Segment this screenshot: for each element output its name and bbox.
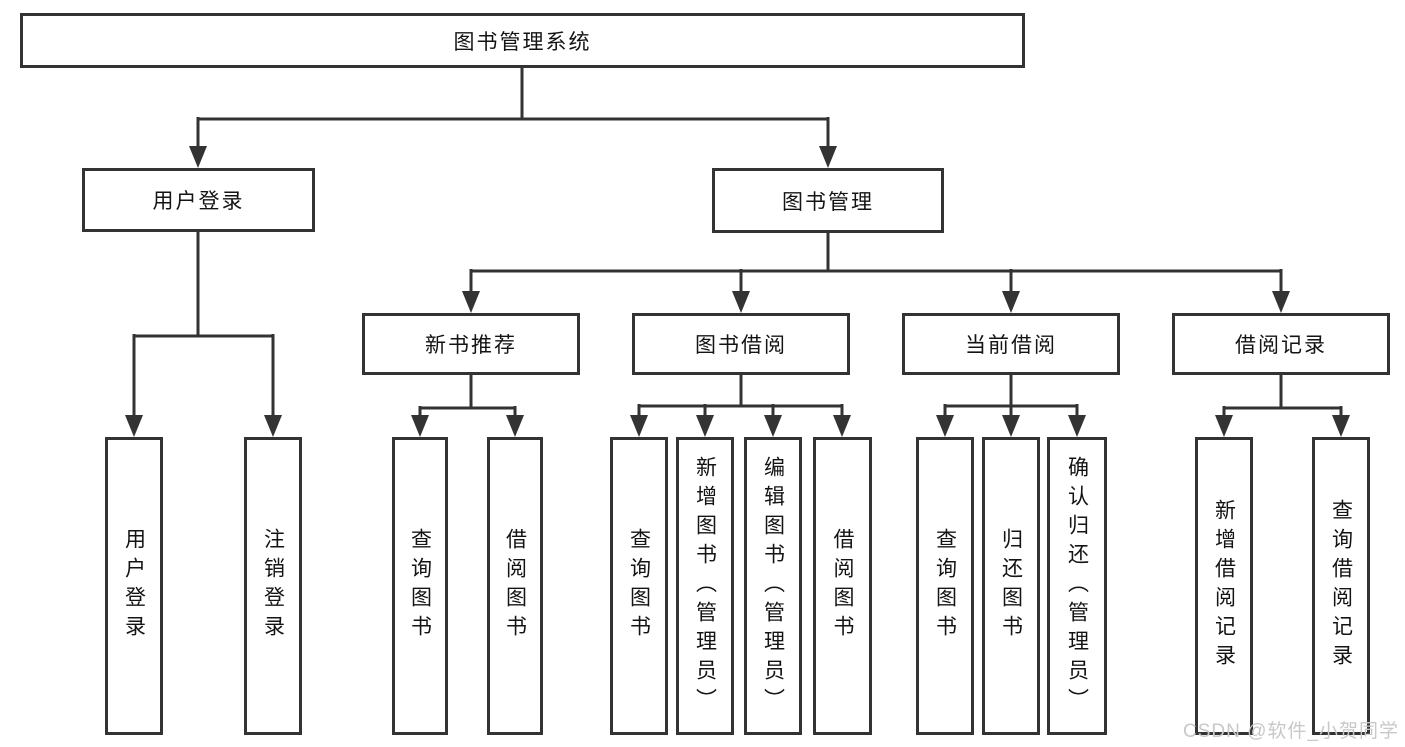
node-leaf-borrow-books: 借阅图书 bbox=[813, 437, 872, 735]
arrowhead-down-icon bbox=[696, 415, 714, 437]
arrowhead-down-icon bbox=[189, 146, 207, 168]
node-label: 借阅记录 bbox=[1235, 334, 1327, 357]
node-leaf-confirm-return-admin: 确认归还（管理员） bbox=[1047, 437, 1107, 735]
node-leaf-query-books-current: 查询图书 bbox=[916, 437, 974, 735]
watermark: CSDN @软件_小贺同学 bbox=[1183, 721, 1399, 742]
arrowhead-down-icon bbox=[1002, 291, 1020, 313]
node-label: 确认归还（管理员） bbox=[1065, 455, 1089, 717]
connector-borrow-record-to-children bbox=[1215, 375, 1350, 437]
arrowhead-down-icon bbox=[264, 415, 282, 437]
node-borrow-record: 借阅记录 bbox=[1172, 313, 1390, 375]
arrowhead-down-icon bbox=[936, 415, 954, 437]
connector-current-borrow-to-children bbox=[936, 375, 1086, 437]
arrowhead-down-icon bbox=[764, 415, 782, 437]
node-root-library-system: 图书管理系统 bbox=[20, 13, 1025, 68]
node-label: 查询借阅记录 bbox=[1329, 499, 1353, 673]
node-label: 归还图书 bbox=[999, 528, 1023, 644]
node-user-login: 用户登录 bbox=[82, 168, 315, 232]
arrowhead-down-icon bbox=[462, 291, 480, 313]
node-label: 查询图书 bbox=[933, 528, 957, 644]
node-label: 图书借阅 bbox=[695, 334, 787, 357]
node-leaf-return-book: 归还图书 bbox=[982, 437, 1040, 735]
node-label: 注销登录 bbox=[261, 528, 285, 644]
node-leaf-query-books-recommend: 查询图书 bbox=[392, 437, 448, 735]
node-leaf-borrow-books-recommend: 借阅图书 bbox=[487, 437, 543, 735]
node-leaf-add-book-admin: 新增图书（管理员） bbox=[676, 437, 734, 735]
node-label: 借阅图书 bbox=[503, 528, 527, 644]
connector-user-login-to-children bbox=[125, 232, 282, 437]
node-label: 编辑图书（管理员） bbox=[761, 455, 785, 717]
arrowhead-down-icon bbox=[833, 415, 851, 437]
arrowhead-down-icon bbox=[506, 415, 524, 437]
node-label: 查询图书 bbox=[627, 528, 651, 644]
node-leaf-user-login: 用户登录 bbox=[105, 437, 163, 735]
arrowhead-down-icon bbox=[1002, 415, 1020, 437]
node-label: 借阅图书 bbox=[831, 528, 854, 644]
arrowhead-down-icon bbox=[1068, 415, 1086, 437]
node-leaf-query-borrow-record: 查询借阅记录 bbox=[1312, 437, 1370, 735]
node-new-book-recommend: 新书推荐 bbox=[362, 313, 580, 375]
connector-new-book-to-children bbox=[411, 375, 524, 437]
node-label: 图书管理 bbox=[782, 190, 874, 214]
node-label: 用户登录 bbox=[152, 190, 245, 213]
arrowhead-down-icon bbox=[1272, 291, 1290, 313]
node-leaf-logout: 注销登录 bbox=[244, 437, 302, 735]
arrowhead-down-icon bbox=[411, 415, 429, 437]
node-book-management: 图书管理 bbox=[712, 168, 944, 233]
arrowhead-down-icon bbox=[630, 415, 648, 437]
arrowhead-down-icon bbox=[1215, 415, 1233, 437]
arrowhead-down-icon bbox=[1332, 415, 1350, 437]
node-current-borrow: 当前借阅 bbox=[902, 313, 1120, 375]
connector-book-borrow-to-children bbox=[630, 375, 851, 437]
node-label: 新增图书（管理员） bbox=[693, 455, 717, 717]
node-label: 新增借阅记录 bbox=[1212, 499, 1236, 673]
node-label: 用户登录 bbox=[122, 528, 146, 644]
node-label: 查询图书 bbox=[408, 528, 432, 644]
connector-book-management-to-level3 bbox=[462, 233, 1290, 313]
arrowhead-down-icon bbox=[819, 146, 837, 168]
arrowhead-down-icon bbox=[125, 415, 143, 437]
arrowhead-down-icon bbox=[732, 291, 750, 313]
connector-root-to-level2 bbox=[189, 68, 837, 168]
node-label: 图书管理系统 bbox=[453, 30, 592, 54]
node-leaf-add-borrow-record: 新增借阅记录 bbox=[1195, 437, 1253, 735]
node-leaf-query-books-borrow: 查询图书 bbox=[610, 437, 668, 735]
node-leaf-edit-book-admin: 编辑图书（管理员） bbox=[744, 437, 802, 735]
node-label: 当前借阅 bbox=[965, 334, 1057, 357]
node-label: 新书推荐 bbox=[425, 334, 517, 357]
node-book-borrow: 图书借阅 bbox=[632, 313, 850, 375]
